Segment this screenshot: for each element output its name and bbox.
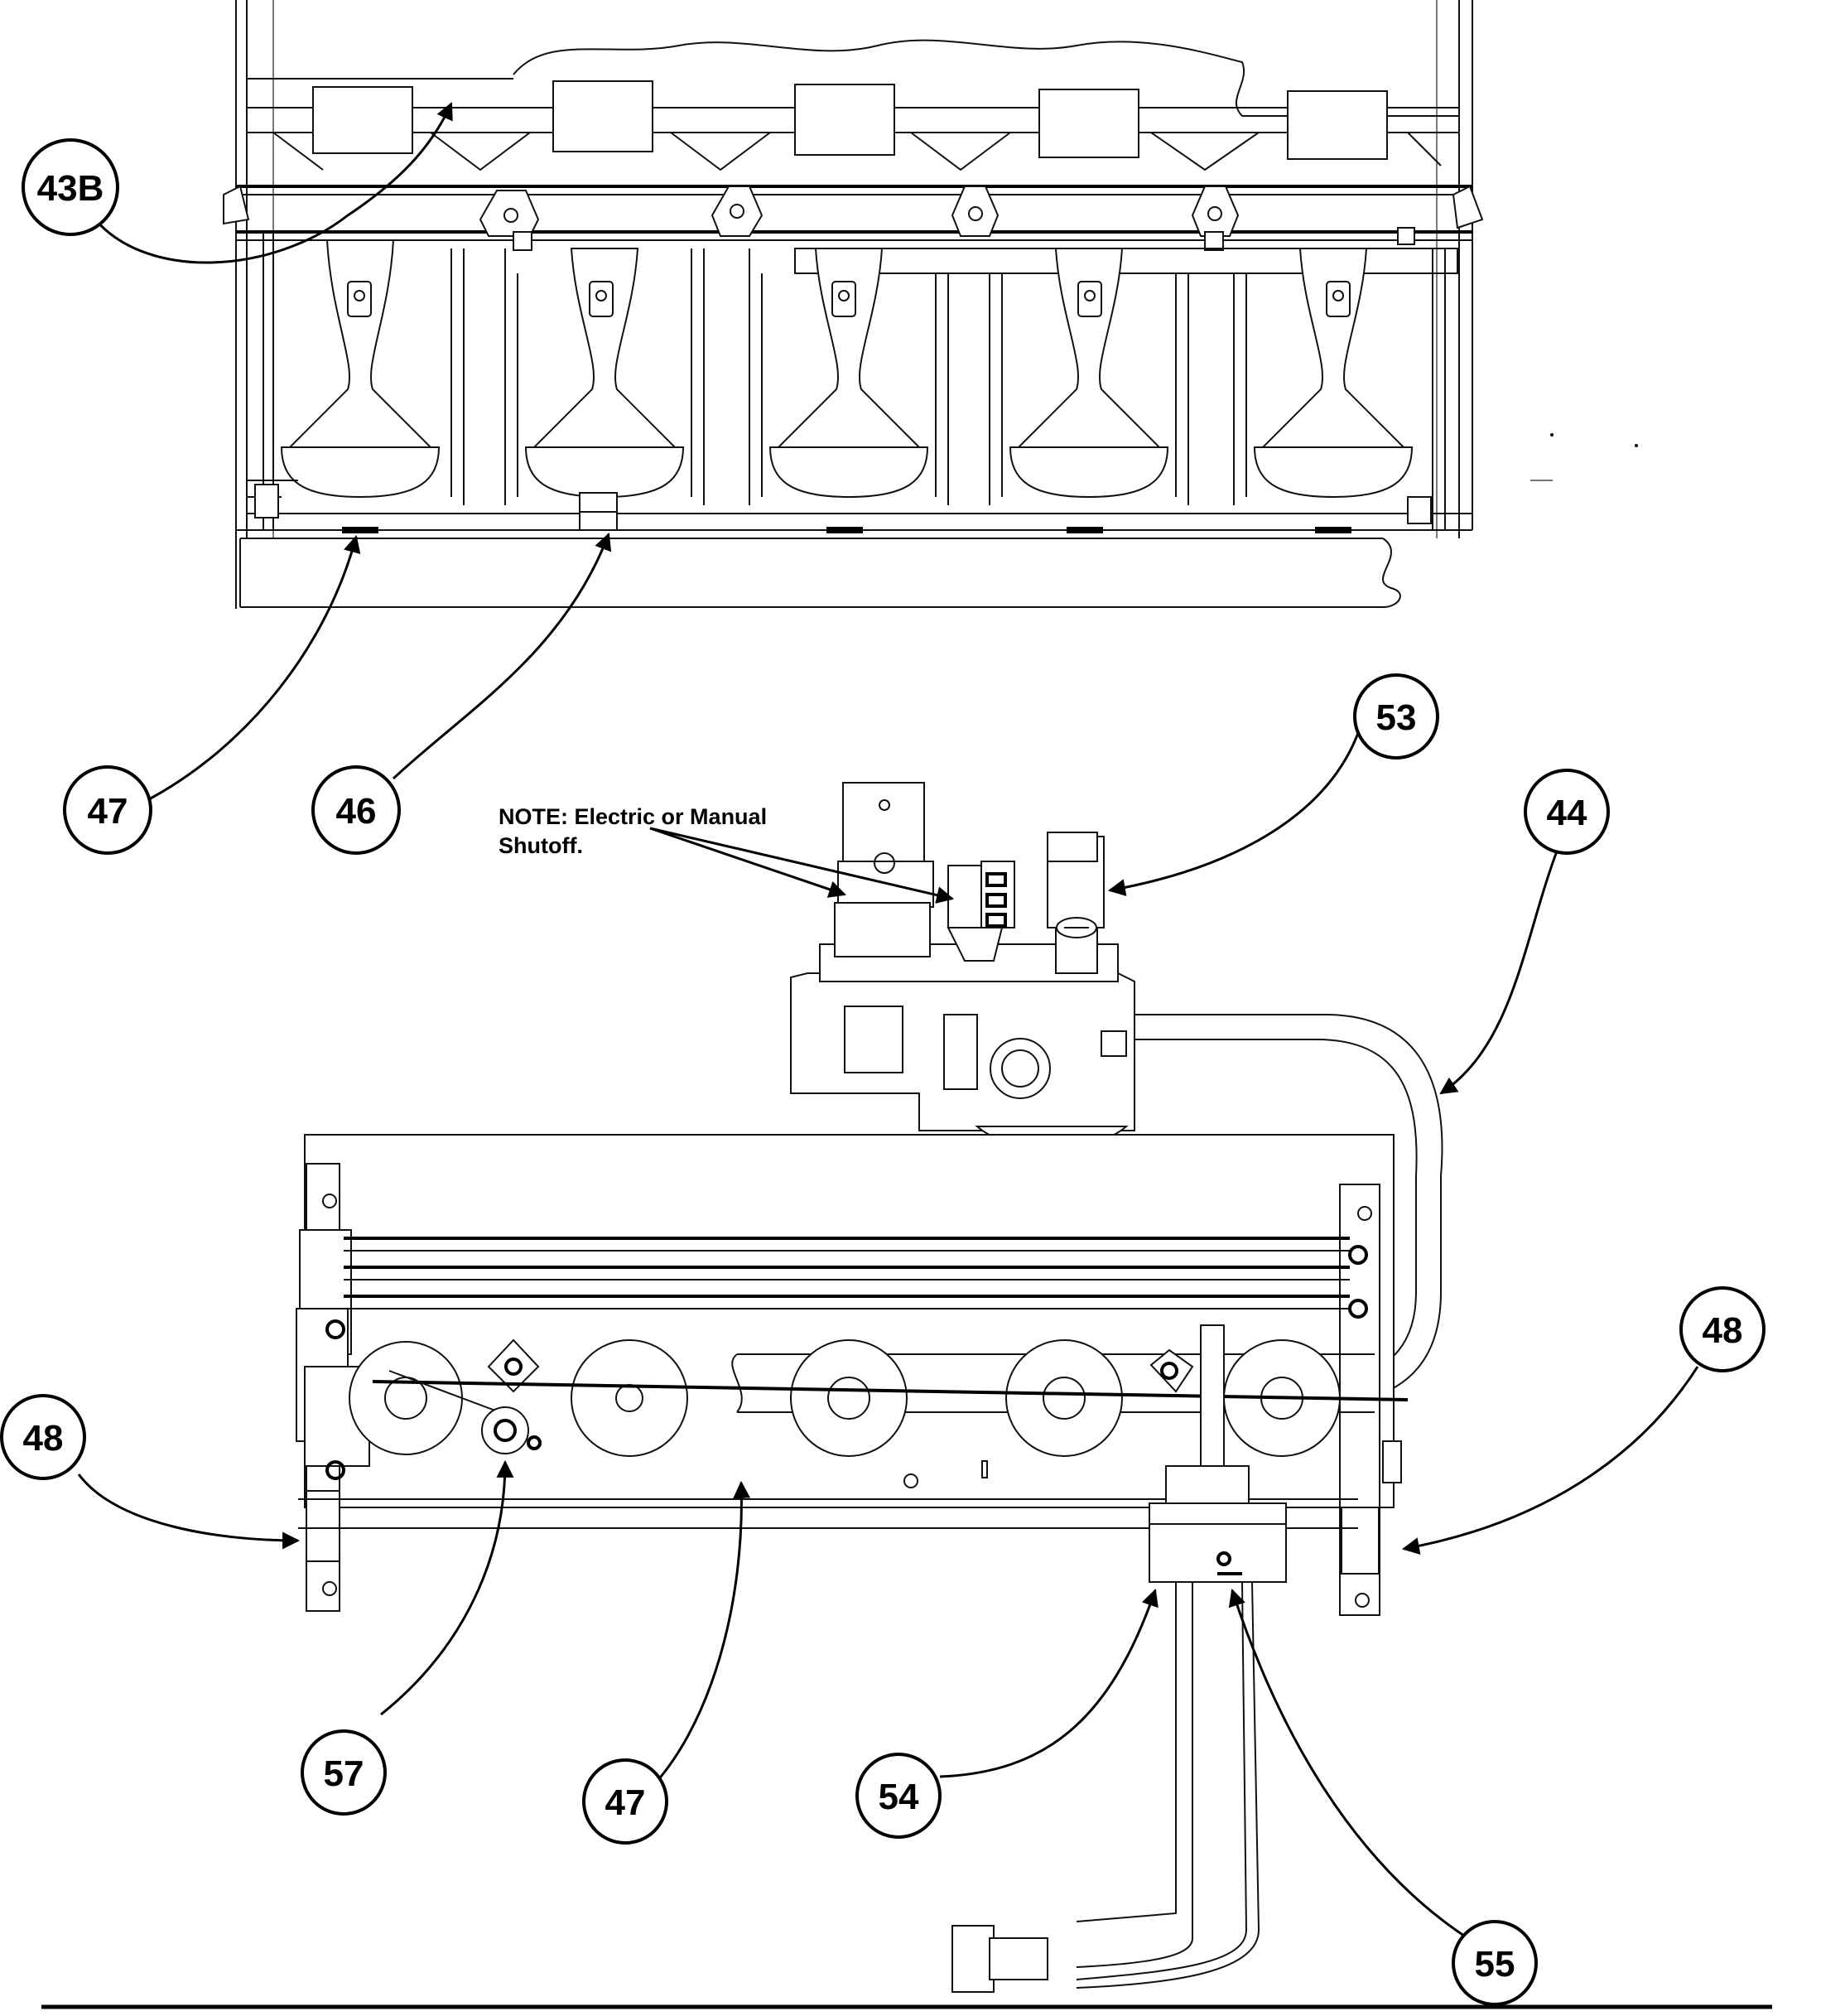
callout-54: 54 (855, 1753, 942, 1839)
manifold-base (236, 480, 1472, 533)
callout-43b-label: 43B (37, 168, 104, 209)
note-electric-manual-shutoff: NOTE: Electric or Manual Shutoff. (499, 804, 767, 858)
burner-channels (263, 232, 1446, 530)
leader-lines (77, 102, 1699, 1944)
callout-47-bottom: 47 (582, 1758, 668, 1845)
callout-48-right-label: 48 (1703, 1310, 1743, 1351)
callout-48-right: 48 (1679, 1286, 1766, 1372)
burner-box-assembly (223, 0, 1484, 609)
callout-46-label: 46 (336, 791, 377, 832)
note-line-2: Shutoff. (499, 833, 583, 858)
callout-47-top: 47 (63, 765, 152, 855)
callout-57: 57 (301, 1729, 387, 1816)
rail-tabs (223, 185, 1484, 251)
callout-48-left-label: 48 (23, 1418, 64, 1459)
callout-53-label: 53 (1376, 697, 1417, 738)
callout-46: 46 (311, 765, 401, 855)
callout-57-label: 57 (324, 1753, 364, 1794)
callout-47-top-label: 47 (88, 791, 128, 832)
manifold-assembly (296, 1134, 1409, 1993)
callout-48-left: 48 (0, 1394, 86, 1480)
callout-47-bottom-label: 47 (605, 1782, 646, 1823)
callout-44: 44 (1524, 769, 1610, 855)
callout-54-label: 54 (879, 1777, 919, 1817)
callout-43b: 43B (22, 138, 119, 236)
callout-44-label: 44 (1547, 793, 1587, 833)
heat-exchanger-cells (272, 80, 1442, 171)
note-line-1: NOTE: Electric or Manual (499, 804, 767, 829)
gas-valve (790, 782, 1135, 1150)
callout-55: 55 (1452, 1920, 1538, 2006)
burners (280, 239, 1414, 499)
callout-53: 53 (1353, 673, 1439, 760)
callout-55-label: 55 (1475, 1944, 1515, 1985)
manifold-pipe (239, 538, 1401, 608)
